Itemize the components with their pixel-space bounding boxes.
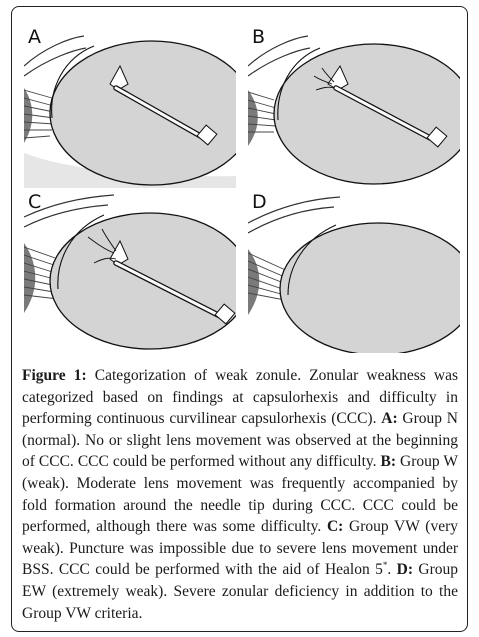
panel-d: D <box>248 193 460 353</box>
caption-c-label: C: <box>326 518 344 536</box>
caption-c-text: Group VW (very weak). Puncture was impos… <box>22 518 458 579</box>
panel-c-illustration <box>24 193 236 353</box>
caption-d-text: Group EW (extremely weak). Severe zonula… <box>22 561 459 622</box>
panel-b-letter: B <box>252 28 266 48</box>
caption-label: Figure 1: <box>22 367 87 384</box>
panel-b: B <box>248 28 460 188</box>
caption-b-text: Group W (weak). Moderate lens movement w… <box>22 453 458 536</box>
caption-c-sup: * <box>382 560 388 571</box>
panel-d-illustration <box>248 193 460 353</box>
panel-c-letter: C <box>28 193 42 213</box>
panel-c: C <box>24 193 236 353</box>
panel-a-illustration <box>24 28 236 188</box>
panel-b-illustration <box>248 28 460 188</box>
figure-caption: Figure 1: Categorization of weak zonule.… <box>22 365 458 624</box>
caption-d-label: D: <box>396 561 414 579</box>
caption-b-label: B: <box>380 453 397 471</box>
caption-c-tail: . <box>387 561 397 579</box>
panel-d-letter: D <box>252 193 267 213</box>
panel-a-letter: A <box>28 28 41 48</box>
caption-a-label: A: <box>381 410 398 428</box>
panel-a: A <box>24 28 236 188</box>
caption-a-text: Group N (normal). No or slight lens move… <box>22 410 458 471</box>
figure-panels: A B <box>24 28 460 353</box>
caption-intro: Categorization of weak zonule. Zonular w… <box>22 367 458 428</box>
